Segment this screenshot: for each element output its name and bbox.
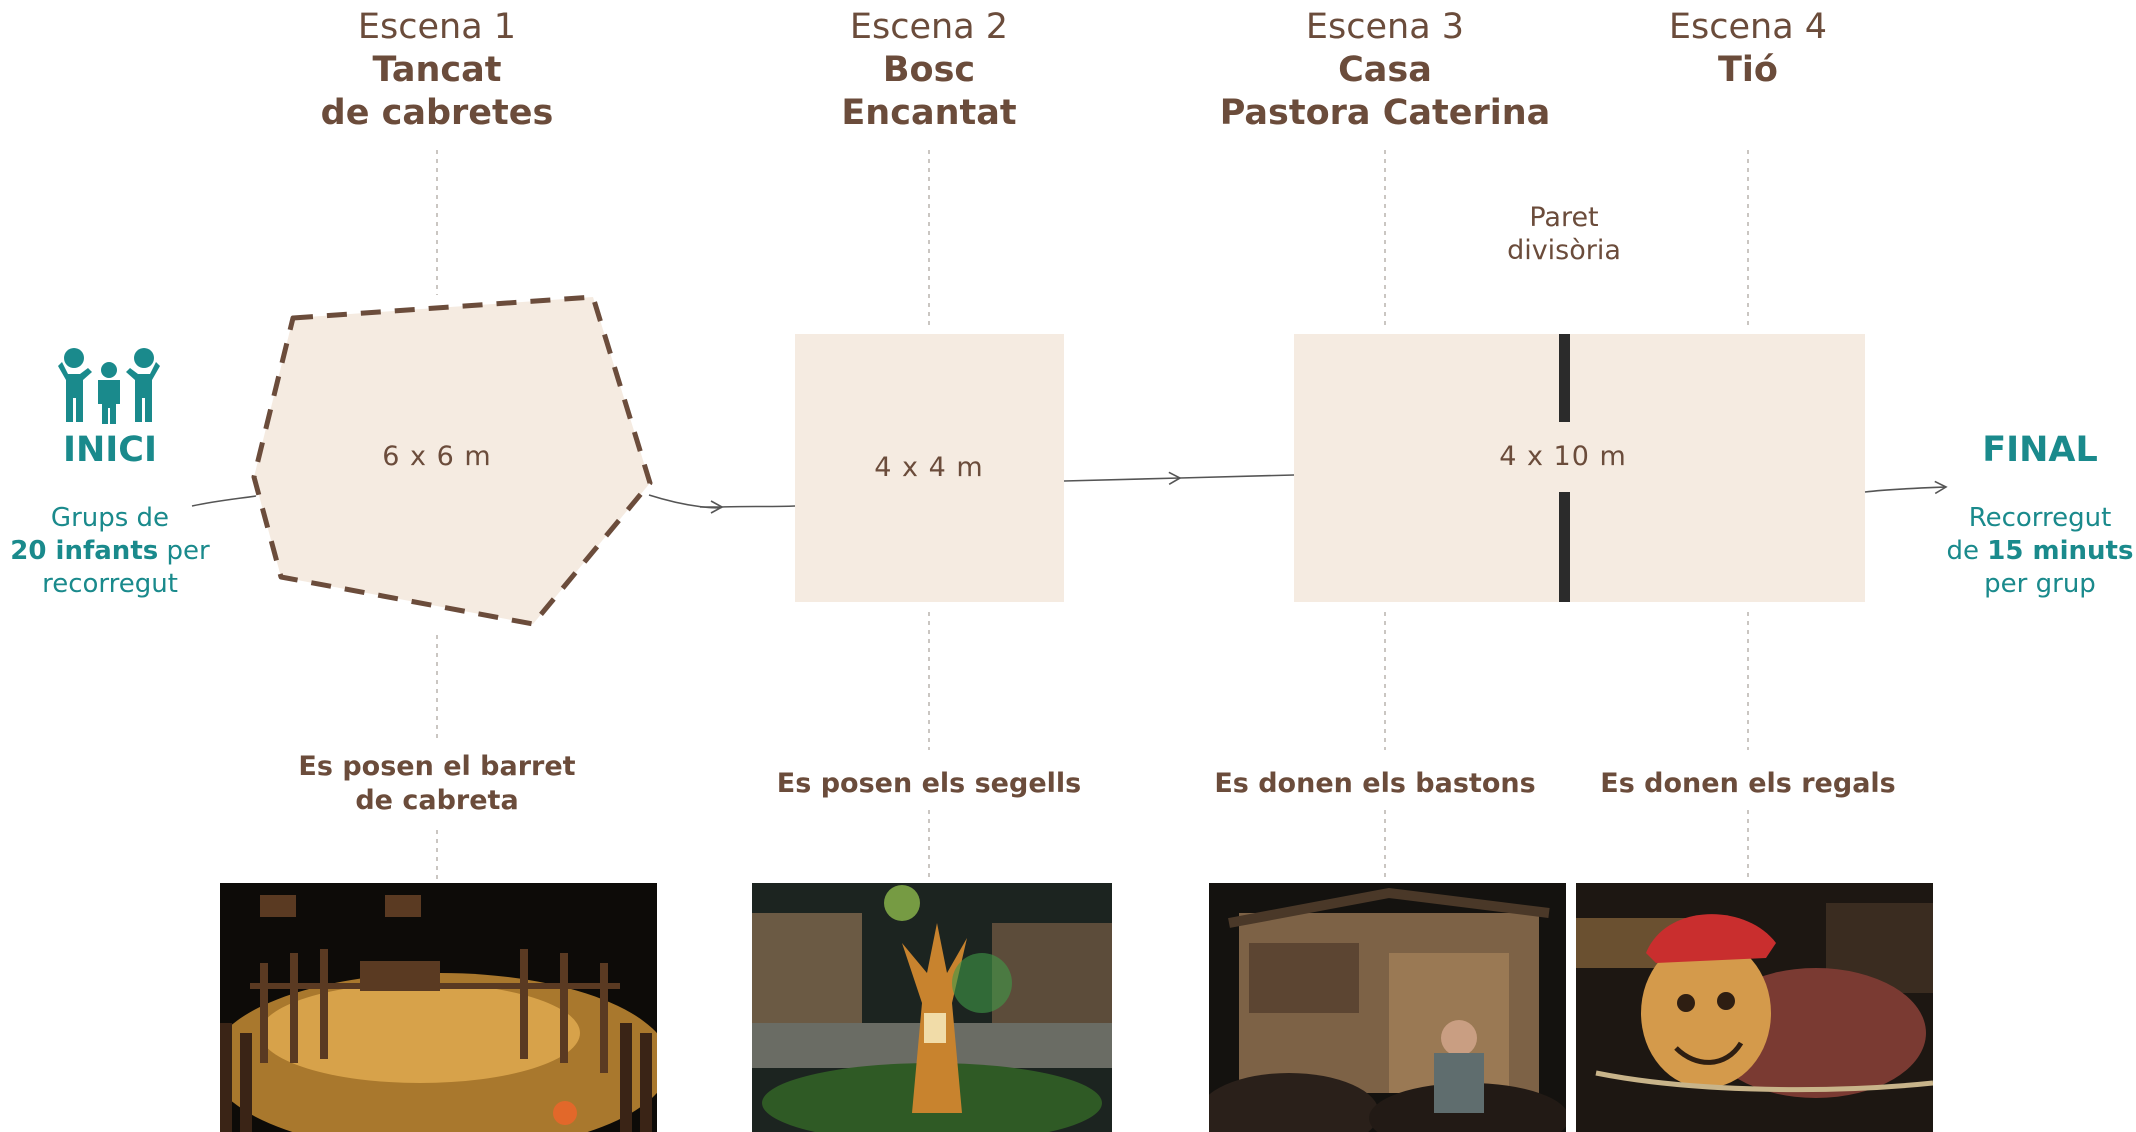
end-note-bold: 15 minuts xyxy=(1987,536,2134,566)
wall-label-line1: Paret xyxy=(1529,202,1599,233)
start-note-after-bold: per xyxy=(158,536,210,566)
guide-lines xyxy=(436,150,1749,880)
end-title: FINAL xyxy=(1982,430,2098,470)
scene2-area xyxy=(795,334,1064,602)
scene3-number: Escena 3 xyxy=(1305,7,1465,47)
scene2-name-line2: Encantat xyxy=(841,93,1017,133)
end-note: Recorregut de 15 minuts per grup xyxy=(1910,502,2136,601)
scene1-action: Es posen el barret de cabreta xyxy=(217,750,657,818)
scene2-header: Escena 2 Bosc Encantat xyxy=(649,6,1209,135)
scene3-header: Escena 3 Casa Pastora Caterina xyxy=(1105,6,1665,135)
enchanted-forest-photo xyxy=(752,883,1112,1132)
end-note-line1: Recorregut xyxy=(1968,503,2112,533)
goat-pen-photo xyxy=(220,883,657,1132)
scene3-name-line2: Pastora Caterina xyxy=(1219,93,1551,133)
wall-label-line2: divisòria xyxy=(1507,235,1621,266)
flow-arrows xyxy=(191,471,1948,514)
arrow-scene1-to-scene2 xyxy=(648,494,796,509)
start-note-line1: Grups de xyxy=(50,503,170,533)
end-note-line3: per grup xyxy=(1984,569,2096,599)
scene1-number: Escena 1 xyxy=(357,7,517,47)
tio-log-photo xyxy=(1576,883,1933,1132)
scene1-header: Escena 1 Tancat de cabretes xyxy=(157,6,717,135)
scene2-dimensions: 4 x 4 m xyxy=(874,452,984,483)
arrow-scene2-to-scene3 xyxy=(1063,471,1182,485)
scene3-dimensions: 4 x 10 m xyxy=(1499,441,1627,472)
scene3-4-area xyxy=(1294,334,1865,602)
scene4-header: Escena 4 Tió xyxy=(1468,6,2028,92)
scene3-name-line1: Casa xyxy=(1338,50,1432,90)
scene2-number: Escena 2 xyxy=(849,7,1009,47)
scene4-name-line1: Tió xyxy=(1718,50,1778,90)
start-note: Grups de 20 infants per recorregut xyxy=(0,502,240,601)
scene1-dimensions: 6 x 6 m xyxy=(382,441,492,472)
end-note-before-bold: de xyxy=(1946,536,1988,566)
dividing-wall xyxy=(1559,334,1570,602)
shepherd-house-photo xyxy=(1209,883,1566,1132)
scene2-action: Es posen els segells xyxy=(776,768,1082,799)
scene3-action: Es donen els bastons xyxy=(1214,768,1536,799)
start-note-line3: recorregut xyxy=(42,569,178,599)
arrow-scene2-to-scene3-tail xyxy=(1179,474,1295,479)
scene1-name-line2: de cabretes xyxy=(320,93,554,133)
scene1-name-line1: Tancat xyxy=(372,50,502,90)
arrow-to-final xyxy=(1864,480,1948,495)
scene1-action-line2: de cabreta xyxy=(355,785,519,816)
scene1-action-line1: Es posen el barret xyxy=(298,751,576,782)
scene4-number: Escena 4 xyxy=(1668,7,1828,47)
arrow-start-to-scene1 xyxy=(191,495,257,507)
children-group-icon xyxy=(52,346,166,424)
scene2-name-line1: Bosc xyxy=(882,50,976,90)
scene1-area xyxy=(251,294,653,627)
start-title: INICI xyxy=(62,430,158,470)
scene4-action: Es donen els regals xyxy=(1600,768,1896,799)
start-note-bold: 20 infants xyxy=(10,536,159,566)
wall-label: Paret divisòria xyxy=(1414,201,1714,267)
